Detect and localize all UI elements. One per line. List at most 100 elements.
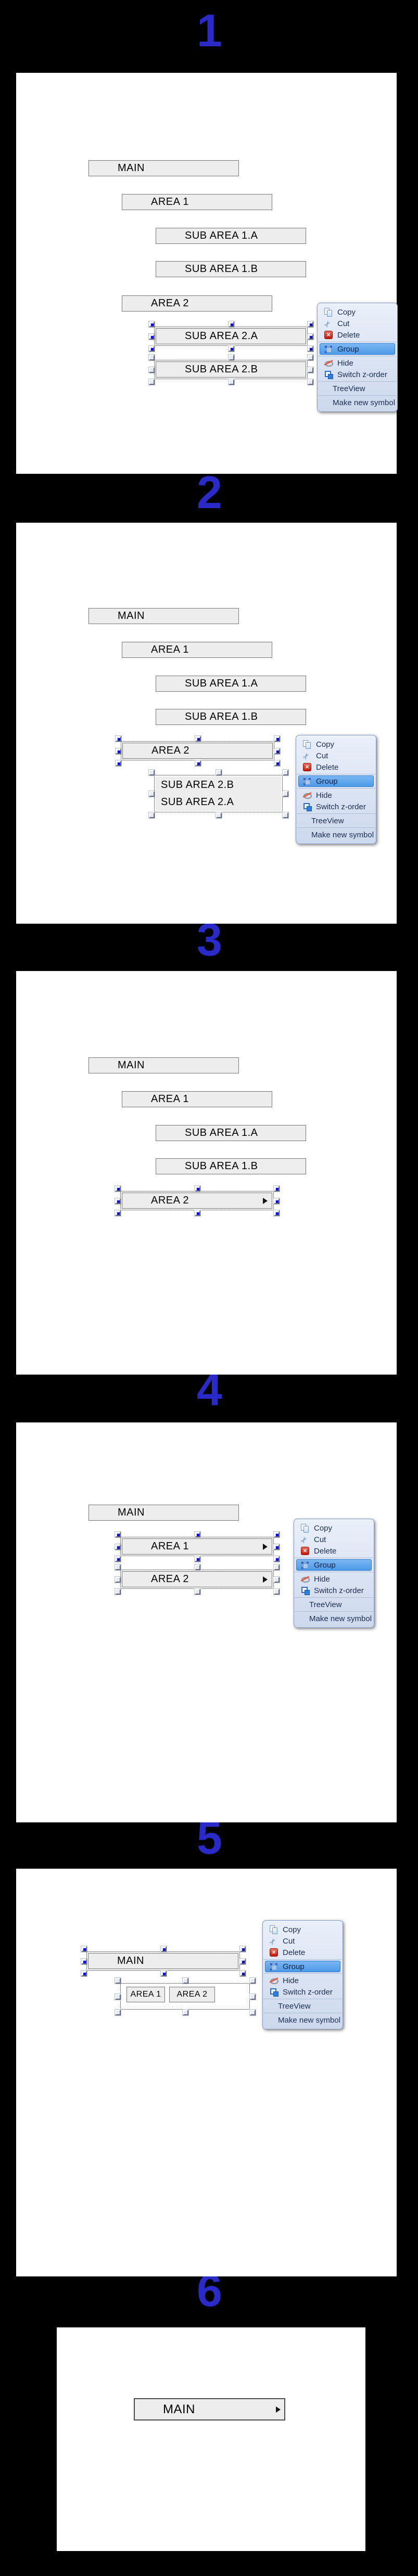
selection-handle[interactable] bbox=[229, 321, 234, 327]
selection-handle[interactable] bbox=[116, 748, 121, 754]
symbol-box-main[interactable]: MAIN bbox=[88, 160, 239, 176]
selection-handle[interactable] bbox=[115, 1544, 121, 1550]
selection-handle[interactable] bbox=[115, 1532, 121, 1537]
symbol-box-sub-area-1-b[interactable]: SUB AREA 1.B bbox=[156, 1158, 306, 1174]
selection-handle[interactable] bbox=[183, 2010, 188, 2015]
menu-item-switch-z-order[interactable]: Switch z-order bbox=[294, 1585, 374, 1596]
selection-handle[interactable] bbox=[195, 1532, 200, 1537]
symbol-box-area-1[interactable]: AREA 1 bbox=[126, 1987, 165, 2002]
menu-item-switch-z-order[interactable]: Switch z-order bbox=[263, 1986, 343, 1998]
selection-handle[interactable] bbox=[195, 760, 201, 766]
selection-handle[interactable] bbox=[216, 812, 222, 818]
menu-item-copy[interactable]: Copy bbox=[294, 1522, 374, 1534]
menu-item-switch-z-order[interactable]: Switch z-order bbox=[296, 801, 376, 812]
selection-handle[interactable] bbox=[308, 367, 313, 373]
selection-handle[interactable] bbox=[274, 760, 280, 766]
selection-handle[interactable] bbox=[274, 1210, 280, 1216]
selection-handle[interactable] bbox=[308, 355, 313, 360]
menu-item-make-new-symbol[interactable]: Make new symbol bbox=[296, 829, 376, 840]
menu-item-group[interactable]: Group bbox=[294, 1559, 374, 1571]
selection-handle[interactable] bbox=[308, 379, 313, 385]
selection-handle[interactable] bbox=[161, 1971, 167, 1976]
selection-handle[interactable] bbox=[250, 1994, 256, 2000]
menu-item-hide[interactable]: Hide bbox=[263, 1975, 343, 1986]
selection-handle[interactable] bbox=[115, 1210, 121, 1216]
selection-handle[interactable] bbox=[274, 1564, 280, 1570]
selection-handle[interactable] bbox=[250, 1978, 256, 1984]
selection-handle[interactable] bbox=[115, 1564, 121, 1570]
menu-item-make-new-symbol[interactable]: Make new symbol bbox=[294, 1613, 374, 1624]
selection-handle[interactable] bbox=[216, 770, 222, 775]
selection-handle[interactable] bbox=[240, 1971, 246, 1976]
selection-handle[interactable] bbox=[283, 770, 288, 775]
selection-handle[interactable] bbox=[308, 321, 313, 327]
symbol-box-main[interactable]: MAIN bbox=[88, 1057, 239, 1073]
selection-handle[interactable] bbox=[149, 334, 155, 340]
selection-handle[interactable] bbox=[274, 1577, 280, 1583]
menu-item-copy[interactable]: Copy bbox=[318, 306, 397, 318]
selection-handle[interactable] bbox=[195, 1186, 200, 1192]
menu-item-cut[interactable]: Cut bbox=[296, 750, 376, 761]
menu-item-treeview[interactable]: TreeView bbox=[318, 383, 397, 394]
selection-handle[interactable] bbox=[229, 379, 234, 385]
menu-item-make-new-symbol[interactable]: Make new symbol bbox=[263, 2014, 343, 2026]
selection-handle[interactable] bbox=[195, 1210, 200, 1216]
selection-handle[interactable] bbox=[308, 346, 313, 352]
menu-item-group[interactable]: Group bbox=[296, 775, 376, 787]
menu-item-treeview[interactable]: TreeView bbox=[294, 1599, 374, 1610]
selection-handle[interactable] bbox=[115, 1186, 121, 1192]
symbol-box-area-2[interactable]: AREA 2 bbox=[122, 1571, 272, 1587]
selection-handle[interactable] bbox=[115, 1198, 121, 1204]
selection-handle[interactable] bbox=[240, 1959, 246, 1964]
selection-handle[interactable] bbox=[161, 1946, 167, 1952]
selection-handle[interactable] bbox=[274, 1589, 280, 1595]
selection-handle[interactable] bbox=[283, 791, 288, 797]
selection-handle[interactable] bbox=[229, 355, 234, 360]
selection-handle[interactable] bbox=[115, 1556, 121, 1562]
selection-handle[interactable] bbox=[274, 1544, 280, 1550]
selection-handle[interactable] bbox=[308, 334, 313, 340]
menu-item-hide[interactable]: Hide bbox=[294, 1573, 374, 1585]
selection-handle[interactable] bbox=[240, 1946, 246, 1952]
selection-handle[interactable] bbox=[81, 1959, 87, 1964]
symbol-box-sub-area-2-a[interactable]: SUB AREA 2.A bbox=[156, 328, 306, 344]
menu-item-cut[interactable]: Cut bbox=[294, 1534, 374, 1545]
symbol-box-area-1[interactable]: AREA 1 bbox=[122, 1538, 272, 1555]
selection-handle[interactable] bbox=[250, 2010, 256, 2015]
selection-handle[interactable] bbox=[115, 2010, 121, 2015]
menu-item-treeview[interactable]: TreeView bbox=[263, 2000, 343, 2012]
symbol-box-main[interactable]: MAIN bbox=[88, 1505, 239, 1521]
selection-handle[interactable] bbox=[149, 346, 155, 352]
selection-handle[interactable] bbox=[115, 1589, 121, 1595]
menu-item-copy[interactable]: Copy bbox=[296, 739, 376, 750]
selection-handle[interactable] bbox=[81, 1946, 87, 1952]
menu-item-switch-z-order[interactable]: Switch z-order bbox=[318, 369, 397, 380]
menu-item-cut[interactable]: Cut bbox=[263, 1935, 343, 1947]
symbol-box-area-2[interactable]: AREA 2 bbox=[122, 743, 273, 759]
selection-handle[interactable] bbox=[274, 1556, 280, 1562]
selection-handle[interactable] bbox=[229, 346, 234, 352]
symbol-box-area-1[interactable]: AREA 1 bbox=[122, 642, 272, 658]
symbol-box-area-2[interactable]: AREA 2 bbox=[169, 1987, 215, 2002]
symbol-box-area-1[interactable]: AREA 1 bbox=[122, 194, 272, 210]
selection-handle[interactable] bbox=[115, 1978, 121, 1984]
selection-handle[interactable] bbox=[274, 736, 280, 742]
symbol-box-sub-area-1-b[interactable]: SUB AREA 1.B bbox=[156, 261, 306, 277]
selection-handle[interactable] bbox=[283, 812, 288, 818]
selection-handle[interactable] bbox=[195, 736, 201, 742]
selection-handle[interactable] bbox=[195, 1564, 200, 1570]
menu-item-delete[interactable]: Delete bbox=[263, 1947, 343, 1958]
selection-handle[interactable] bbox=[195, 1589, 200, 1595]
selection-handle[interactable] bbox=[81, 1971, 87, 1976]
menu-item-delete[interactable]: Delete bbox=[296, 761, 376, 773]
selection-handle[interactable] bbox=[274, 1186, 280, 1192]
selection-handle[interactable] bbox=[115, 1577, 121, 1583]
menu-item-group[interactable]: Group bbox=[263, 1961, 343, 1972]
selection-handle[interactable] bbox=[149, 321, 155, 327]
selection-handle[interactable] bbox=[149, 379, 155, 385]
symbol-box-sub-area-2-b[interactable]: SUB AREA 2.B bbox=[156, 361, 306, 378]
selection-handle[interactable] bbox=[116, 760, 121, 766]
selection-handle[interactable] bbox=[274, 1198, 280, 1204]
selection-handle[interactable] bbox=[149, 770, 155, 775]
